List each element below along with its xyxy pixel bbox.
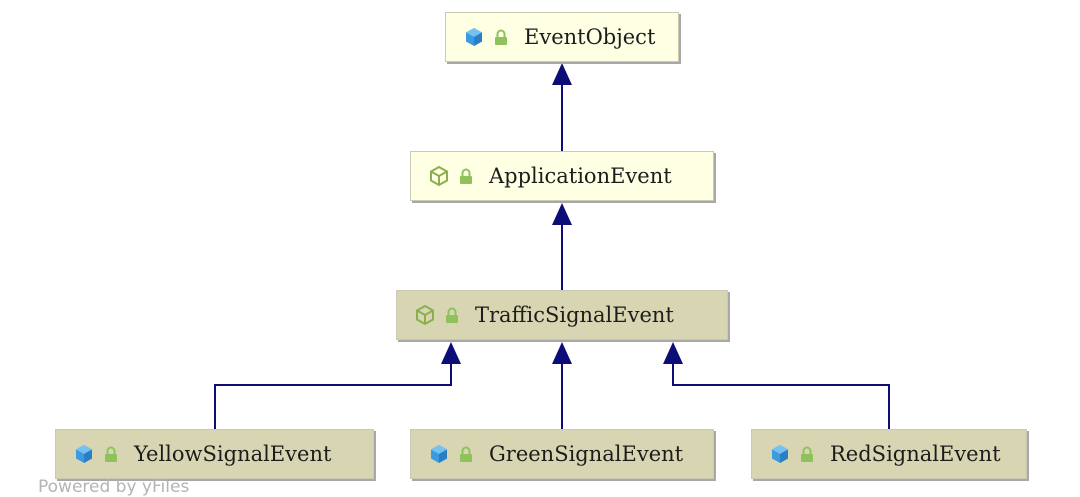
arrowhead-traffic-to-application [552,203,572,225]
arrowhead-green-to-traffic [552,342,572,364]
node-label: GreenSignalEvent [489,442,684,466]
edge-yellow-to-traffic [214,363,452,429]
abstract-class-icon [416,304,434,326]
arrowhead-yellow-to-traffic [441,342,461,364]
class-icon [76,445,92,463]
lock-icon [495,29,507,45]
powered-by-footer: Powered by yFiles [38,477,190,497]
class-icon [466,28,482,46]
node-label: EventObject [524,25,656,49]
node-label: TrafficSignalEvent [475,303,674,327]
class-icon [772,445,788,463]
lock-icon [460,446,472,462]
lock-icon [801,446,813,462]
arrowhead-application-to-eventobject [552,63,572,85]
abstract-class-icon [430,165,448,187]
lock-icon [460,168,472,184]
node-event-object[interactable]: EventObject [445,12,679,62]
edge-red-to-traffic [672,363,890,429]
node-green-signal-event[interactable]: GreenSignalEvent [410,429,714,479]
arrowhead-red-to-traffic [663,342,683,364]
node-label: YellowSignalEvent [134,442,332,466]
node-application-event[interactable]: ApplicationEvent [410,151,714,201]
class-icon [431,445,447,463]
node-label: ApplicationEvent [489,164,672,188]
node-red-signal-event[interactable]: RedSignalEvent [751,429,1027,479]
lock-icon [105,446,117,462]
node-yellow-signal-event[interactable]: YellowSignalEvent [55,429,374,479]
lock-icon [446,307,458,323]
node-traffic-signal-event[interactable]: TrafficSignalEvent [396,290,728,340]
node-label: RedSignalEvent [830,442,1001,466]
